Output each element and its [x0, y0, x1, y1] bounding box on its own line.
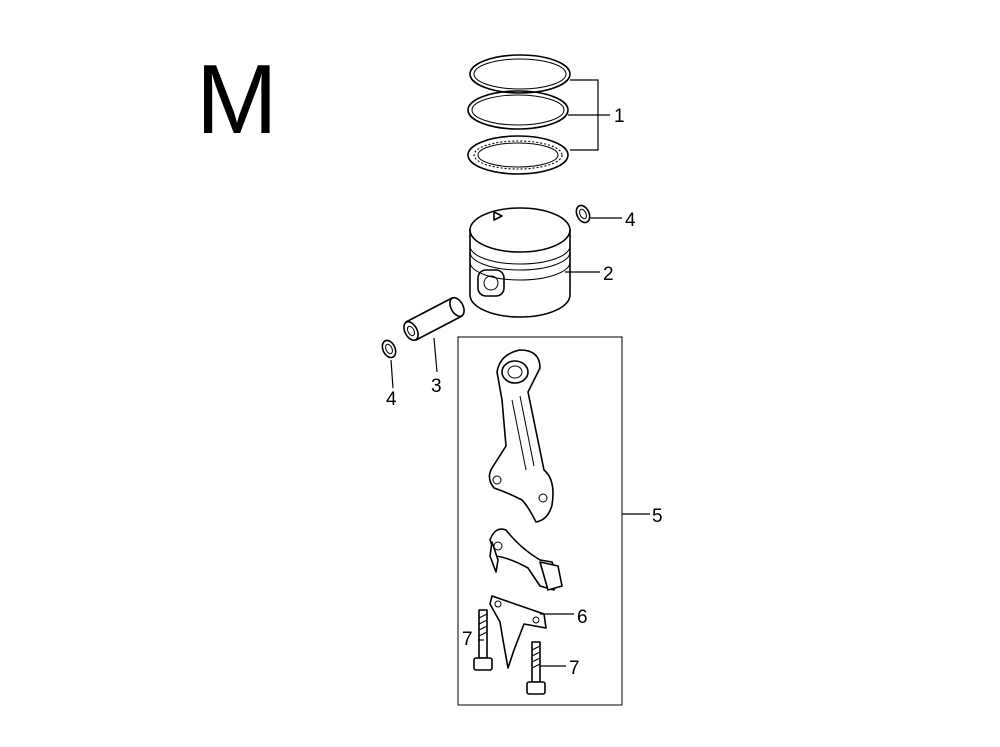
rod-bolt-left [473, 609, 493, 671]
callout-piston-pin: 3 [431, 376, 442, 397]
callout-rod-bolt-left: 7 [462, 629, 473, 650]
callout-pin-clip-left: 4 [386, 389, 397, 410]
pin-clip-left [381, 339, 397, 359]
pin-clip-right [575, 204, 591, 224]
rod-assembly-boundary [457, 336, 623, 706]
rod-bolt-right [526, 641, 546, 695]
section-letter: M [196, 44, 278, 154]
callout-piston-rings: 1 [614, 106, 625, 127]
callout-piston: 2 [603, 264, 614, 285]
rod-cap [489, 528, 563, 591]
callout-oil-dipper: 6 [577, 607, 588, 628]
oil-dipper [489, 595, 547, 669]
piston-rings [467, 54, 571, 175]
piston [469, 207, 571, 318]
callout-pin-clip-right: 4 [625, 210, 636, 231]
connecting-rod [488, 349, 554, 523]
callout-rod-bolt-right: 7 [569, 658, 580, 679]
leader-lines [390, 79, 650, 667]
piston-pin [403, 296, 465, 342]
callout-rod-assembly: 5 [652, 506, 663, 527]
